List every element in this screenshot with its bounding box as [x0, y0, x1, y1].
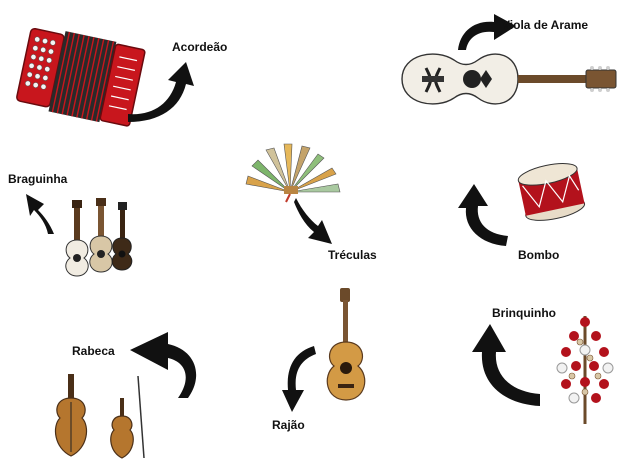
accordion-icon — [16, 27, 146, 127]
treculas-icon — [245, 143, 341, 203]
label-rabeca: Rabeca — [72, 344, 115, 358]
label-viola: Viola de Arame — [502, 18, 589, 32]
label-bombo: Bombo — [518, 248, 560, 262]
label-rajao: Rajão — [272, 418, 305, 432]
arrow-icon — [130, 332, 197, 398]
arrow-icon — [128, 62, 194, 122]
brinquinho-icon — [556, 316, 614, 424]
bombo-icon — [517, 163, 586, 221]
arrow-icon — [294, 198, 332, 244]
label-brinquinho: Brinquinho — [492, 306, 556, 320]
arrow-icon — [26, 194, 54, 234]
label-treculas: Tréculas — [328, 248, 377, 262]
braguinha-icon — [65, 198, 133, 277]
rabeca-icon — [54, 374, 145, 459]
arrow-icon — [458, 14, 516, 50]
arrow-icon — [458, 184, 508, 246]
viola-de-arame-icon — [401, 53, 617, 105]
rajao-icon — [326, 288, 366, 401]
arrow-icon — [472, 324, 540, 406]
label-acordeao: Acordeão — [172, 40, 228, 54]
arrow-icon — [282, 346, 316, 412]
label-braguinha: Braguinha — [8, 172, 68, 186]
